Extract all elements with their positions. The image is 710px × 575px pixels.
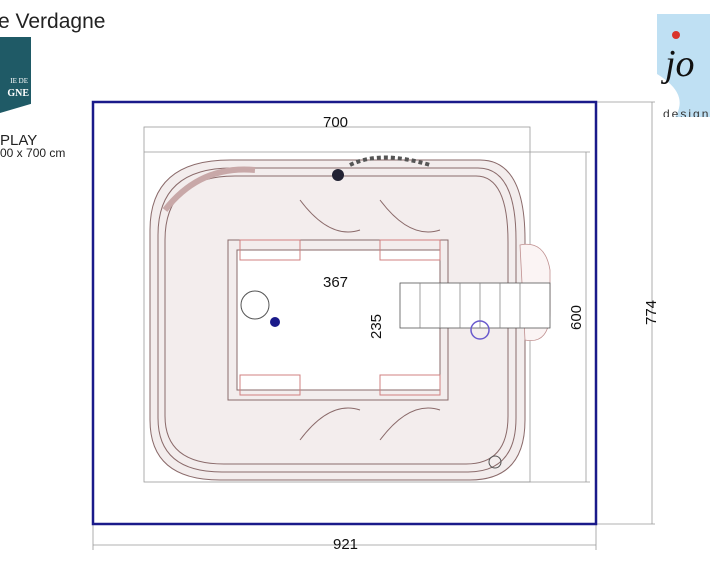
play-element — [488, 455, 502, 469]
client-logo: IE DE GNE — [0, 37, 31, 113]
play-element — [270, 317, 280, 327]
dim-inner-width: 367 — [323, 274, 349, 291]
product-info: PLAY 00 x 700 cm — [0, 132, 66, 160]
logo-sub: design — [663, 107, 710, 117]
logo-line-2: GNE — [7, 88, 29, 99]
dim-top-width: 700 — [323, 114, 349, 131]
play-element — [240, 290, 270, 320]
logo-line-1: IE DE — [10, 77, 28, 85]
dim-inner-depth: 235 — [368, 313, 386, 340]
play-element — [470, 320, 490, 340]
pool-structure — [149, 159, 526, 481]
dim-outer-depth: 774 — [643, 299, 661, 326]
logo-mark: jo — [660, 43, 695, 85]
play-element — [332, 169, 344, 181]
designer-logo-graphic: jo design — [657, 14, 710, 117]
dim-depth: 600 — [568, 304, 586, 331]
staircase — [399, 243, 551, 342]
designer-logo: jo design — [655, 14, 710, 117]
product-size: 00 x 700 cm — [0, 146, 66, 160]
tube-element — [349, 155, 431, 167]
dim-outer-width: 921 — [333, 536, 359, 553]
page-title: e Verdagne — [0, 10, 106, 33]
product-name: PLAY — [0, 132, 38, 149]
site-boundary — [91, 100, 598, 526]
